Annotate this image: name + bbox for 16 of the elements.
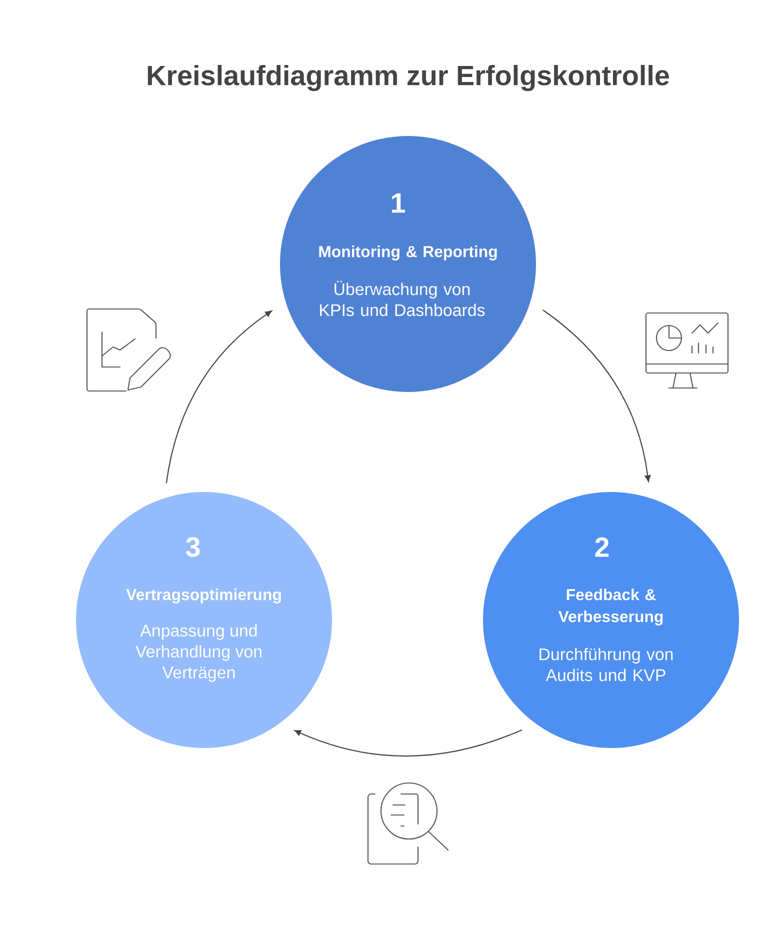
title: Kreislaufdiagramm zur Erfolgskontrolle [148, 64, 669, 92]
step-description: Anpassung und Verhandlung von Verträgen [136, 624, 262, 682]
arrow [166, 310, 272, 484]
step-description: Überwachung von KPIs und Dashboards [320, 280, 485, 316]
step-circle [76, 492, 332, 748]
step-number: 1 [392, 193, 405, 213]
step-description: Durchführung von Audits und KVP [540, 648, 673, 682]
step-heading: Monitoring & Reporting [319, 246, 497, 260]
step-number: 2 [595, 537, 609, 557]
step-heading: Vertragsoptimierung [126, 588, 281, 604]
arrow [294, 729, 522, 757]
step-heading: Feedback & Verbesserung [558, 588, 663, 626]
step-circle [483, 492, 739, 748]
step-number: 3 [186, 537, 200, 557]
arrow [542, 310, 651, 482]
step-circle [280, 136, 536, 392]
